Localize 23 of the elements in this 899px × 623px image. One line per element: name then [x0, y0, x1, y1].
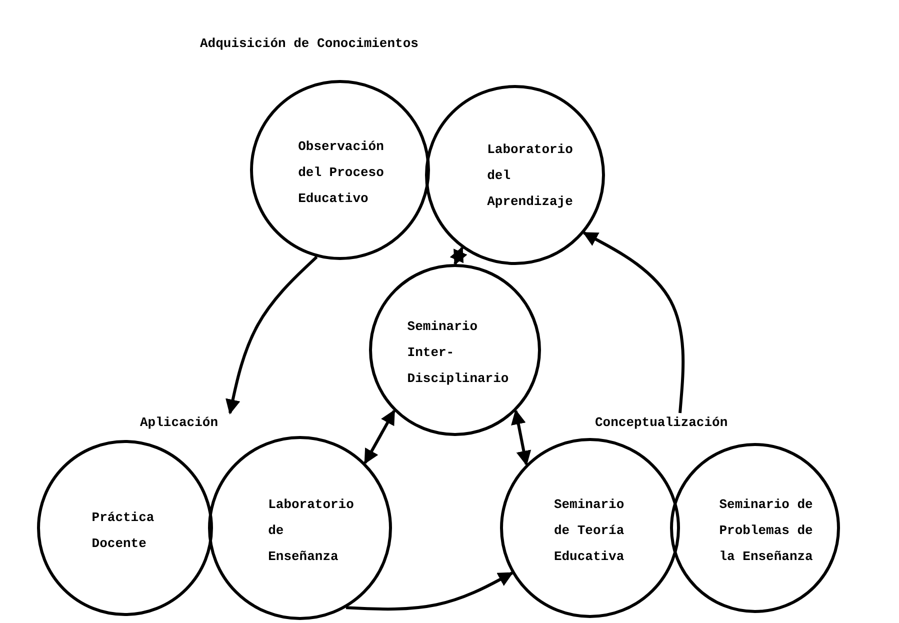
arrow: [346, 572, 514, 611]
node-label: Laboratorio del Aprendizaje: [487, 141, 573, 211]
node-label: Observación del Proceso Educativo: [298, 138, 384, 208]
node-label: Seminario de Problemas de la Enseñanza: [719, 496, 814, 566]
node-label: Práctica Docente: [92, 509, 154, 553]
node-label: Laboratorio de Enseñanza: [268, 496, 354, 566]
arrow: [364, 410, 396, 464]
node-label: Seminario de Teoría Educativa: [554, 496, 626, 566]
circle-node: [208, 436, 392, 620]
circle-node: [500, 438, 680, 618]
arrow: [226, 256, 318, 414]
arrow: [511, 409, 532, 466]
arrow: [450, 246, 468, 266]
group-label: Aplicación: [140, 415, 218, 430]
arrow: [582, 232, 685, 414]
group-label: Conceptualización: [595, 415, 728, 430]
circle-node: [369, 264, 541, 436]
circle-node: [37, 440, 213, 616]
node-label: Seminario Inter- Disciplinario: [407, 318, 509, 388]
circle-node: [425, 85, 605, 265]
diagram-heading: Adquisición de Conocimientos: [200, 36, 418, 51]
circle-node: [250, 80, 430, 260]
circle-node: [670, 443, 840, 613]
